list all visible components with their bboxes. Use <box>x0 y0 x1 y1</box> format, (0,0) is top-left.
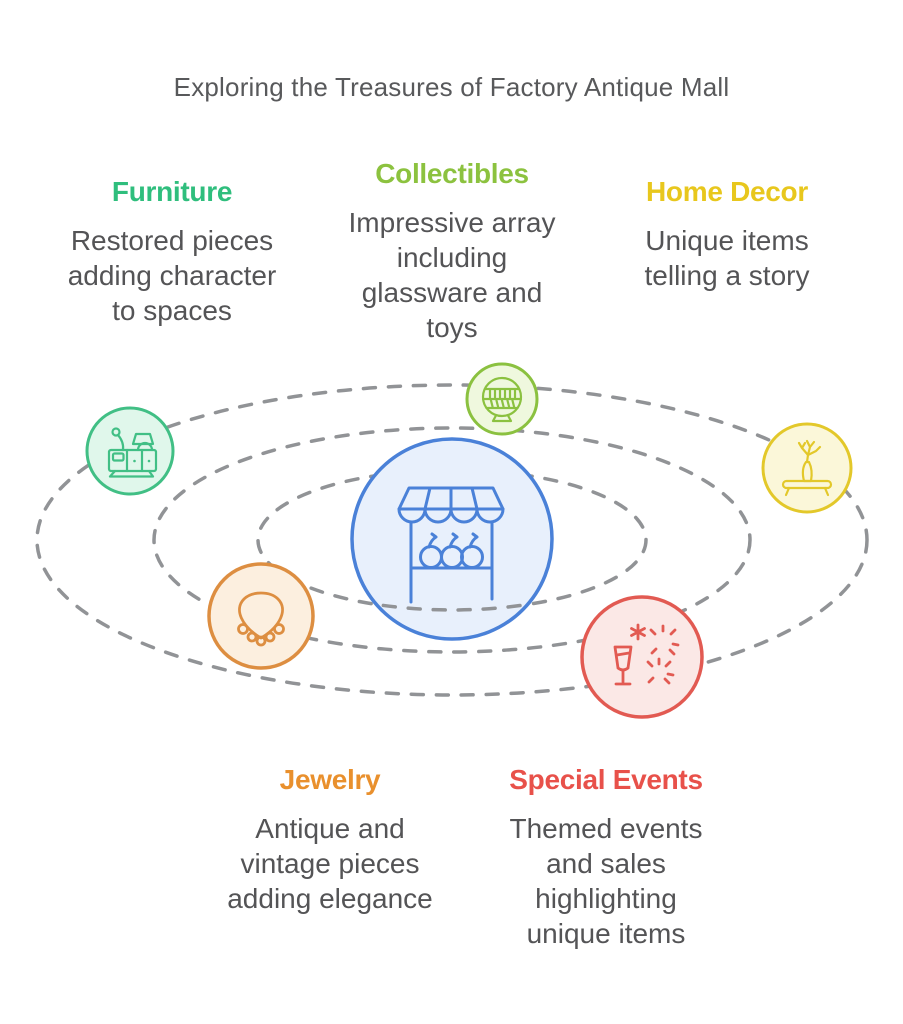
jewelry-node <box>207 562 315 670</box>
collectibles-node <box>465 362 539 436</box>
home-decor-heading: Home Decor <box>646 176 808 207</box>
jewelry-heading: Jewelry <box>279 764 381 795</box>
orbit-ellipse-middle <box>152 426 752 654</box>
home-decor-description: Unique items telling a story <box>644 225 810 291</box>
woven-basket-icon <box>481 376 523 423</box>
furniture-label: Furniture Restored pieces adding charact… <box>47 176 297 328</box>
furniture-node <box>85 406 175 496</box>
home-decor-node <box>761 422 853 514</box>
jewelry-label: Jewelry Antique and vintage pieces addin… <box>215 764 445 916</box>
furniture-cabinet-lamp-icon <box>107 427 158 478</box>
special-events-node <box>580 595 704 719</box>
collectibles-heading: Collectibles <box>375 158 529 189</box>
collectibles-description: Impressive array including glassware and… <box>348 207 556 343</box>
center-node <box>350 437 554 641</box>
collectibles-label: Collectibles Impressive array including … <box>342 158 562 345</box>
orbit-ellipse-outer <box>35 383 869 697</box>
necklace-icon <box>237 591 285 647</box>
furniture-description: Restored pieces adding character to spac… <box>67 225 277 326</box>
special-events-description: Themed events and sales highlighting uni… <box>509 813 703 949</box>
page-title: Exploring the Treasures of Factory Antiq… <box>173 72 730 102</box>
special-events-label: Special Events Themed events and sales h… <box>506 764 706 951</box>
furniture-heading: Furniture <box>111 176 233 207</box>
vase-branches-table-icon <box>781 439 833 497</box>
champagne-fireworks-icon <box>613 623 680 686</box>
market-stall-icon <box>397 486 505 604</box>
jewelry-description: Antique and vintage pieces adding elegan… <box>227 813 433 914</box>
home-decor-label: Home Decor Unique items telling a story <box>612 176 842 293</box>
special-events-heading: Special Events <box>509 764 703 795</box>
